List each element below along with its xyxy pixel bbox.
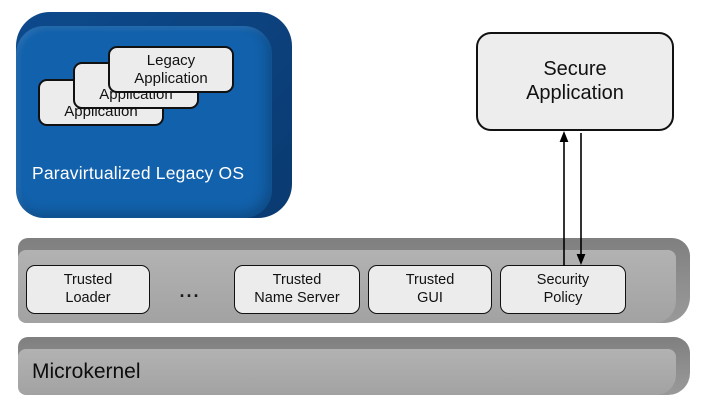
secure-app-security-policy-arrows bbox=[559, 131, 586, 266]
trusted-gui-label: Trusted GUI bbox=[405, 272, 455, 306]
up-arrow bbox=[559, 131, 569, 266]
trusted-loader-label: Trusted Loader bbox=[63, 272, 113, 306]
microkernel-bar bbox=[18, 349, 676, 395]
microkernel-label: Microkernel bbox=[32, 360, 141, 383]
legacy-application-box-front: Legacy Application bbox=[108, 46, 234, 93]
legacy-os-label: Paravirtualized Legacy OS bbox=[32, 163, 245, 183]
trusted-name-server-label: Trusted Name Server bbox=[254, 272, 340, 306]
security-policy-label: Security Policy bbox=[536, 272, 590, 306]
trusted-gui-box: Trusted GUI bbox=[368, 265, 492, 314]
secure-application-label: Secure Application bbox=[526, 57, 624, 104]
trusted-loader-box: Trusted Loader bbox=[26, 265, 150, 314]
trusted-name-server-box: Trusted Name Server bbox=[234, 265, 360, 314]
security-policy-box: Security Policy bbox=[500, 265, 626, 314]
ellipsis-dots: ... bbox=[179, 281, 201, 301]
legacy-application-label: Legacy Application bbox=[134, 51, 208, 87]
down-arrow bbox=[576, 133, 586, 265]
secure-application-box: Secure Application bbox=[476, 32, 674, 131]
